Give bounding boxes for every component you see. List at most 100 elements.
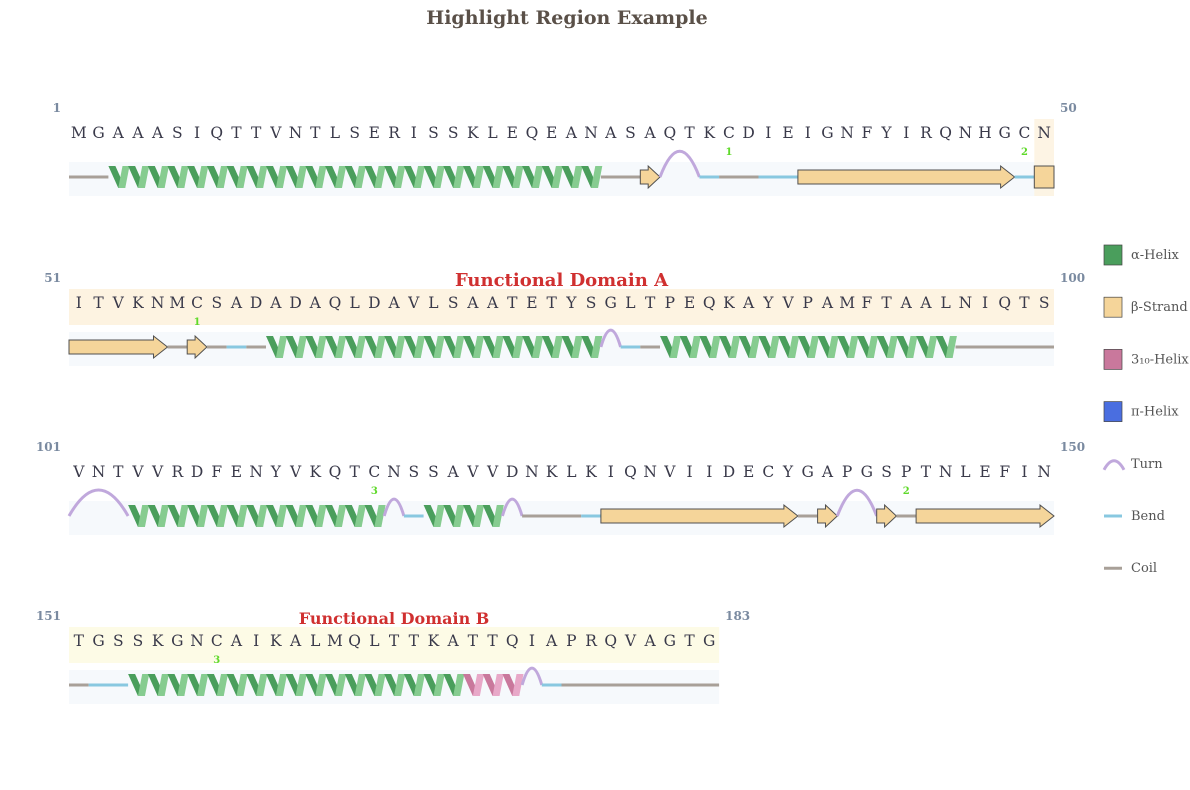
helix-stripe — [709, 336, 721, 358]
residue-letter: A — [466, 294, 479, 312]
row-start-number: 101 — [36, 440, 61, 454]
helix-stripe — [472, 336, 485, 358]
residue-letter: V — [663, 463, 676, 481]
legend-swatch-strand — [1103, 296, 1123, 318]
chart-title: Highlight Region Example — [426, 7, 708, 29]
helix-stripe — [512, 336, 524, 358]
residue-letter: G — [664, 632, 676, 650]
residue-letter: A — [604, 124, 617, 142]
helix-stripe — [334, 166, 347, 188]
residue-letter: N — [387, 463, 401, 481]
residue-letter: I — [805, 124, 811, 142]
legend-label-turn: Turn — [1131, 457, 1163, 472]
turn-arc — [67, 488, 130, 517]
residue-letter: N — [1037, 463, 1051, 481]
residue-letter: G — [703, 632, 715, 650]
legend-item-turn: Turn — [1102, 457, 1163, 472]
helix-stripe — [394, 166, 406, 188]
helix-stripe — [472, 674, 485, 696]
residue-letter: K — [467, 124, 479, 142]
residue-letter: I — [529, 632, 535, 650]
residue-letter: Q — [348, 632, 361, 650]
residue-letter: G — [605, 294, 617, 312]
residue-letter: A — [545, 632, 558, 650]
helix-stripe — [177, 166, 189, 188]
helix-stripe — [531, 336, 544, 358]
residue-letter: H — [978, 124, 992, 142]
helix-stripe — [256, 166, 268, 188]
residue-letter: T — [113, 463, 124, 481]
helix-stripe — [788, 336, 800, 358]
residue-letter: L — [350, 294, 360, 312]
residue-letter: D — [191, 463, 203, 481]
residue-letter: M — [327, 632, 343, 650]
residue-letter: Y — [880, 124, 892, 142]
residue-letter: T — [349, 463, 360, 481]
residue-letter: T — [409, 632, 420, 650]
row-end-number: 50 — [1060, 101, 1077, 115]
residue-letter: I — [76, 294, 82, 312]
helix-stripe — [374, 166, 386, 188]
legend-label-coil: Coil — [1131, 561, 1157, 576]
residue-letter: G — [861, 463, 873, 481]
residue-letter: S — [113, 632, 124, 650]
row-end-number: 100 — [1060, 271, 1085, 285]
residue-letter: I — [1021, 463, 1027, 481]
residue-letter: M — [71, 124, 87, 142]
helix-stripe — [374, 505, 386, 527]
residue-letter: D — [250, 294, 262, 312]
residue-letter: A — [289, 632, 302, 650]
helix-stripe — [137, 166, 150, 188]
residue-letter: C — [368, 463, 380, 481]
helix-stripe — [689, 336, 701, 358]
helix-stripe — [295, 674, 307, 696]
residue-letter: Y — [762, 294, 774, 312]
row-start-number: 151 — [36, 609, 61, 623]
residue-letter: T — [468, 632, 479, 650]
residue-letter: K — [585, 463, 597, 481]
helix-stripe — [295, 505, 307, 527]
helix-stripe — [728, 336, 741, 358]
strand-arrow — [639, 164, 661, 190]
residue-letter: N — [959, 294, 973, 312]
residue-letter: T — [231, 124, 242, 142]
helix-stripe — [551, 166, 563, 188]
residue-letter: L — [487, 124, 497, 142]
residue-letter: S — [881, 463, 892, 481]
strand-arrow — [600, 503, 799, 529]
helix-stripe — [571, 336, 583, 358]
residue-letter: T — [921, 463, 932, 481]
residue-letter: E — [743, 463, 754, 481]
residue-letter: R — [585, 632, 598, 650]
helix-stripe — [236, 674, 248, 696]
residue-letter: T — [881, 294, 892, 312]
residue-letter: L — [566, 463, 576, 481]
residue-letter: V — [112, 294, 125, 312]
residue-letter: I — [253, 632, 259, 650]
residue-letter: K — [428, 632, 440, 650]
residue-letter: A — [387, 294, 400, 312]
turn-arc — [500, 497, 524, 517]
helix-stripe — [275, 505, 288, 527]
helix-stripe — [669, 336, 682, 358]
residue-letter: I — [765, 124, 771, 142]
residue-letter: S — [211, 294, 222, 312]
legend-item-coil: Coil — [1104, 561, 1157, 576]
residue-letter: N — [151, 294, 165, 312]
residue-letter: T — [645, 294, 656, 312]
legend-label-helix: α-Helix — [1131, 248, 1180, 263]
residue-letter: E — [507, 124, 518, 142]
helix-stripe — [925, 336, 938, 358]
helix-stripe — [472, 166, 485, 188]
residue-letter: T — [74, 632, 85, 650]
residue-letter: A — [447, 632, 460, 650]
helix-stripe — [748, 336, 760, 358]
residue-letter: S — [408, 463, 419, 481]
residue-letter: D — [506, 463, 518, 481]
residue-letter: S — [448, 124, 459, 142]
residue-letter: D — [368, 294, 380, 312]
residue-letter: E — [231, 463, 242, 481]
turn-arc — [599, 328, 623, 348]
disulfide-label: 2 — [903, 486, 910, 497]
